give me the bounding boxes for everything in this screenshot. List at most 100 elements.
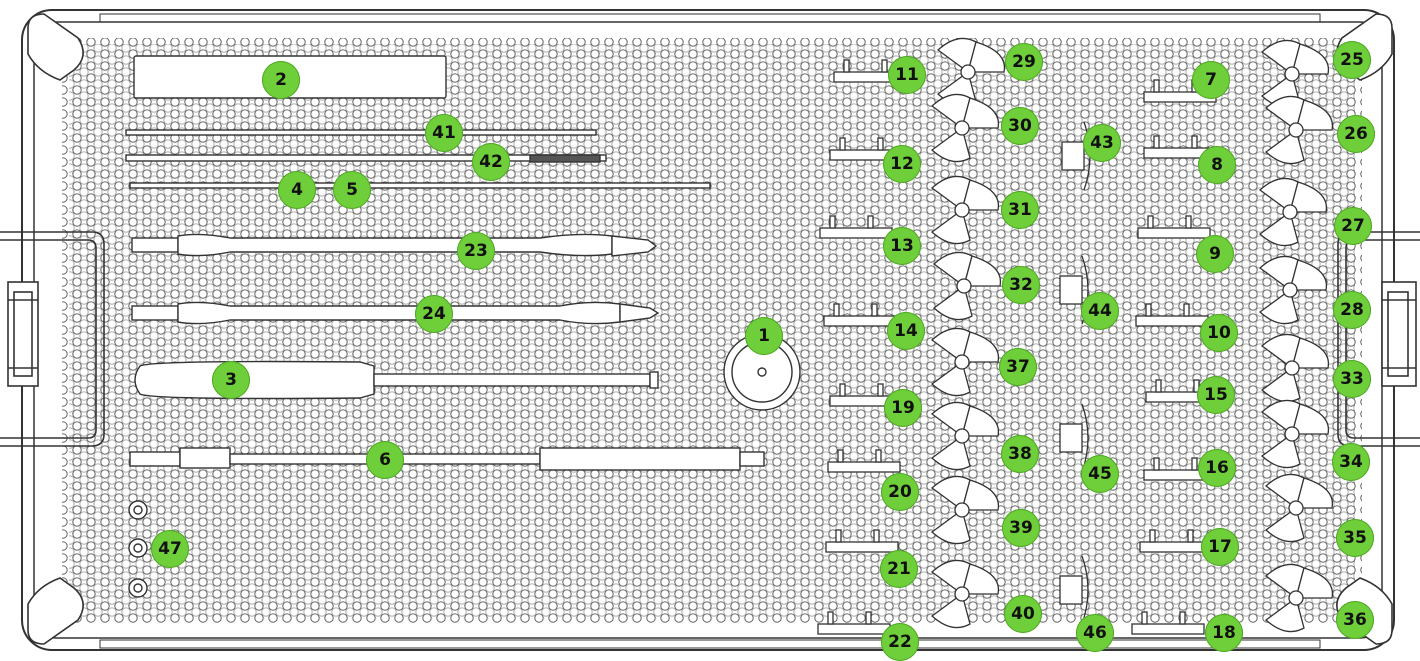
part-9-post [1185, 215, 1192, 229]
callout-marker: 6 [366, 441, 404, 479]
callout-marker: 24 [415, 295, 453, 333]
instrument-3-driver [134, 360, 659, 400]
callout-marker: 9 [1196, 235, 1234, 273]
part-18-body [1131, 623, 1205, 635]
callout-marker: 44 [1081, 292, 1119, 330]
part-37-lobe [961, 331, 1000, 363]
part-38-lobe [961, 405, 1000, 437]
part-45-clip [1059, 423, 1083, 453]
callout-marker: 10 [1200, 314, 1238, 352]
part-27-lobe [1258, 210, 1299, 247]
callout-marker: 25 [1333, 41, 1371, 79]
callout-marker: 7 [1192, 61, 1230, 99]
callout-marker: 30 [1001, 107, 1039, 145]
part-30-lobe [930, 126, 971, 163]
callout-marker: 36 [1336, 601, 1374, 639]
part-22-post [865, 611, 872, 625]
part-39-hub [954, 502, 970, 518]
part-16-post [1191, 457, 1198, 471]
part-22-body [817, 623, 891, 635]
part-44-clip [1059, 275, 1083, 305]
callout-marker: 39 [1002, 509, 1040, 547]
part-17-post [1149, 529, 1156, 543]
perforated-grid [62, 38, 1362, 624]
part-31-hub [954, 202, 970, 218]
part-16-post [1153, 457, 1160, 471]
callout-marker: 11 [888, 56, 926, 94]
part-8-post [1153, 135, 1160, 149]
callout-marker: 38 [1001, 435, 1039, 473]
part-34-lobe [1291, 403, 1330, 435]
callout-marker: 23 [457, 232, 495, 270]
callout-marker: 32 [1002, 266, 1040, 304]
part-29-lobe [967, 41, 1006, 73]
part-28-lobe [1258, 288, 1299, 325]
callout-marker: 28 [1333, 291, 1371, 329]
part-14-post [871, 303, 878, 317]
part-35-lobe [1295, 477, 1334, 509]
part-12-post [839, 137, 846, 151]
part-19-post [877, 383, 884, 397]
part-38-lobe [930, 434, 971, 471]
part-35-lobe [1264, 506, 1305, 543]
small-parts [817, 37, 1334, 635]
part-7-post [1153, 79, 1160, 93]
callout-marker: 22 [881, 623, 919, 661]
part-18-post [1179, 611, 1186, 625]
part-28-lobe [1289, 259, 1328, 291]
part-36-lobe [1295, 567, 1334, 599]
part-12-post [877, 137, 884, 151]
callout-marker: 8 [1198, 146, 1236, 184]
callout-marker: 12 [883, 145, 921, 183]
part-31-lobe [961, 179, 1000, 211]
callout-marker: 27 [1334, 207, 1372, 245]
part-43-clip [1061, 141, 1085, 171]
part-30-hub [954, 120, 970, 136]
callout-marker: 41 [425, 114, 463, 152]
part-26-lobe [1295, 99, 1334, 131]
callout-marker: 40 [1004, 595, 1042, 633]
part-34-lobe [1260, 432, 1301, 469]
callout-marker: 1 [745, 317, 783, 355]
callout-marker: 31 [1001, 191, 1039, 229]
part-21-post [873, 529, 880, 543]
part-14-post [833, 303, 840, 317]
part-39-lobe [930, 508, 971, 545]
part-32-lobe [932, 284, 973, 321]
part-10-post [1183, 303, 1190, 317]
part-17-post [1187, 529, 1194, 543]
callout-marker: 16 [1198, 449, 1236, 487]
part-36-hub [1288, 590, 1304, 606]
part-30-lobe [961, 97, 1000, 129]
part-36-lobe [1264, 596, 1305, 633]
part-20-post [875, 449, 882, 463]
callout-marker: 17 [1201, 528, 1239, 566]
callout-marker: 42 [472, 143, 510, 181]
callout-marker: 20 [881, 473, 919, 511]
callout-marker: 26 [1337, 115, 1375, 153]
part-11-post [881, 59, 888, 73]
part-26-hub [1288, 122, 1304, 138]
instrument-1-gear [723, 333, 801, 411]
instrument-23-drill [131, 233, 658, 257]
callout-marker: 4 [278, 171, 316, 209]
part-28-hub [1282, 282, 1298, 298]
part-39-lobe [961, 479, 1000, 511]
callout-marker: 47 [151, 530, 189, 568]
part-35-hub [1288, 500, 1304, 516]
part-37-hub [954, 354, 970, 370]
part-20-body [827, 461, 901, 473]
left-handle [0, 231, 105, 447]
part-32-hub [956, 278, 972, 294]
part-13-post [829, 215, 836, 229]
part-40-lobe [930, 592, 971, 629]
part-18-post [1141, 611, 1148, 625]
part-22-post [827, 611, 834, 625]
callout-marker: 19 [884, 389, 922, 427]
part-10-body [1135, 315, 1209, 327]
part-11-post [843, 59, 850, 73]
part-31-lobe [930, 208, 971, 245]
part-37-lobe [930, 360, 971, 397]
